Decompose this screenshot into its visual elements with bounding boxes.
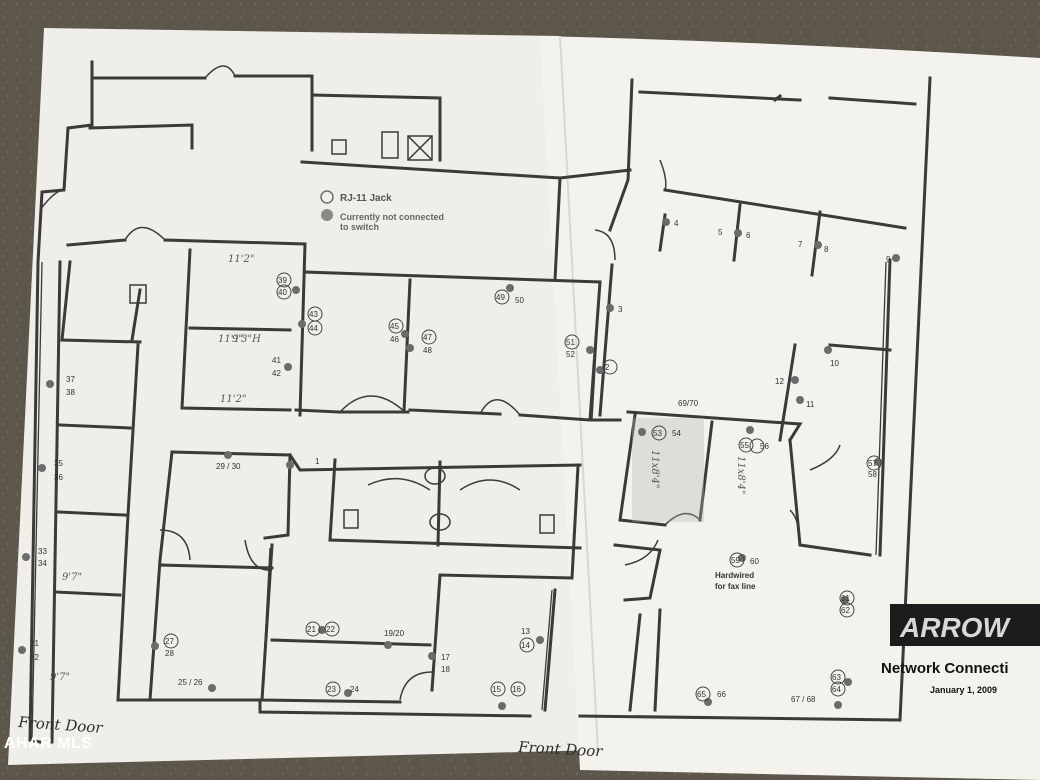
restroom-fixtures: [129, 131, 555, 534]
rj11-symbol-icon: [320, 190, 334, 204]
front-door-bottom-label: Front Door: [517, 738, 604, 760]
jack-label: 53: [653, 429, 662, 438]
fax-note-line1: Hardwired: [715, 571, 754, 580]
jack-label: 47: [423, 333, 432, 342]
jack-label: 24: [350, 685, 359, 694]
dim-note: 11'1": [218, 334, 244, 345]
front-door-left-label: Front Door: [17, 713, 104, 737]
jack-label: 16: [512, 685, 521, 694]
jack-label: 14: [521, 641, 530, 650]
jack-label: 63: [832, 673, 841, 682]
jack-label: 33: [38, 547, 47, 556]
jack-label: 44: [309, 324, 318, 333]
dim-note: 9'7": [50, 672, 70, 683]
jack-label: 18: [441, 665, 450, 674]
legend: RJ-11 Jack Currently not connected to sw…: [320, 190, 444, 232]
jack-label: 10: [830, 359, 839, 368]
jack-label: 6: [746, 231, 751, 240]
jack-label: 4: [674, 219, 679, 228]
arrow-logo-text: ARROW: [899, 612, 1011, 643]
jack-label: 32: [30, 653, 39, 662]
jack-label: 40: [278, 288, 287, 297]
jack-label: 66: [717, 690, 726, 699]
jack-label: 13: [521, 627, 530, 636]
jack-label: 8: [824, 245, 829, 254]
jack-label: 3: [618, 305, 623, 314]
jack-label: 2: [605, 363, 610, 372]
dim-note: 11x8'4": [649, 450, 660, 488]
jack-label: 29 / 30: [216, 462, 241, 471]
jack-label: 17: [441, 653, 450, 662]
jack-label: 54: [672, 429, 681, 438]
jack-label: 7: [798, 240, 803, 249]
jack-label: 12: [775, 377, 784, 386]
jack-label: 25 / 26: [178, 678, 203, 687]
jack-label: 46: [390, 335, 399, 344]
jack-label: 60: [750, 557, 759, 566]
paper-left-sheet: [8, 28, 600, 765]
jack-label: 58: [868, 470, 877, 479]
jack-label: 19/20: [384, 629, 405, 638]
jack-label: 36: [54, 473, 63, 482]
dim-note: 9'7": [62, 572, 82, 583]
jack-dots: [18, 218, 900, 710]
legend-not-connected-line2: to switch: [340, 222, 379, 232]
jack-label: 52: [566, 350, 575, 359]
jack-label: 1: [315, 457, 320, 466]
jack-label: 21: [307, 625, 316, 634]
jack-label: 27: [165, 637, 174, 646]
jack-label: 67 / 68: [791, 695, 816, 704]
jack-label: 22: [326, 625, 335, 634]
dim-note: 11x8'4": [735, 456, 746, 494]
floor-plan-walls: [28, 60, 932, 744]
jack-label: 31: [30, 639, 39, 648]
jack-label: 62: [841, 606, 850, 615]
jack-label: 65: [697, 690, 706, 699]
jack-label: 5: [718, 228, 723, 237]
dim-note: 11'2": [228, 254, 254, 265]
ref-69-70: 69/70: [678, 399, 699, 408]
jack-label: 55: [740, 441, 749, 450]
dim-note: 9'3"H: [232, 334, 261, 345]
jack-label: 59: [731, 556, 740, 565]
jack-label: 43: [309, 310, 318, 319]
jack-label: 41: [272, 356, 281, 365]
not-connected-symbol-icon: [321, 209, 333, 221]
jack-label: 28: [165, 649, 174, 658]
mls-watermark: AHAR MLS: [4, 735, 93, 752]
jack-label: 38: [66, 388, 75, 397]
jack-label: 48: [423, 346, 432, 355]
jack-label: 56: [760, 442, 769, 451]
plan-date: January 1, 2009: [930, 685, 997, 695]
jack-label: 39: [278, 276, 287, 285]
title-block: ARROW Network Connecti January 1, 2009: [881, 604, 1040, 695]
jack-label: 37: [66, 375, 75, 384]
jack-label: 61: [841, 594, 850, 603]
legend-not-connected-line1: Currently not connected: [340, 212, 444, 222]
jack-label: 34: [38, 559, 47, 568]
jack-label: 45: [390, 322, 399, 331]
jack-label: 11: [806, 400, 815, 409]
jack-label: 57: [868, 459, 877, 468]
jack-label: 9: [886, 255, 891, 264]
arrow-logo: [890, 604, 1040, 646]
jack-label: 42: [272, 369, 281, 378]
jack-labels: 1 2 3 4 5 6 7 8 9 10 11 12 13 14 15 16 1…: [30, 219, 891, 704]
jack-label: 23: [327, 685, 336, 694]
legend-rj11-label: RJ-11 Jack: [340, 193, 392, 204]
jack-label: 64: [832, 685, 841, 694]
door-swings: [39, 65, 841, 701]
jack-label: 51: [566, 338, 575, 347]
fax-note-line2: for fax line: [715, 582, 756, 591]
dim-note: 11'2": [220, 394, 246, 405]
jack-label: 49: [496, 293, 505, 302]
jack-label: 15: [492, 685, 501, 694]
jack-label: 35: [54, 459, 63, 468]
jack-label: 50: [515, 296, 524, 305]
plan-title: Network Connecti: [881, 660, 1009, 677]
circled-jack-rings: [163, 272, 882, 702]
